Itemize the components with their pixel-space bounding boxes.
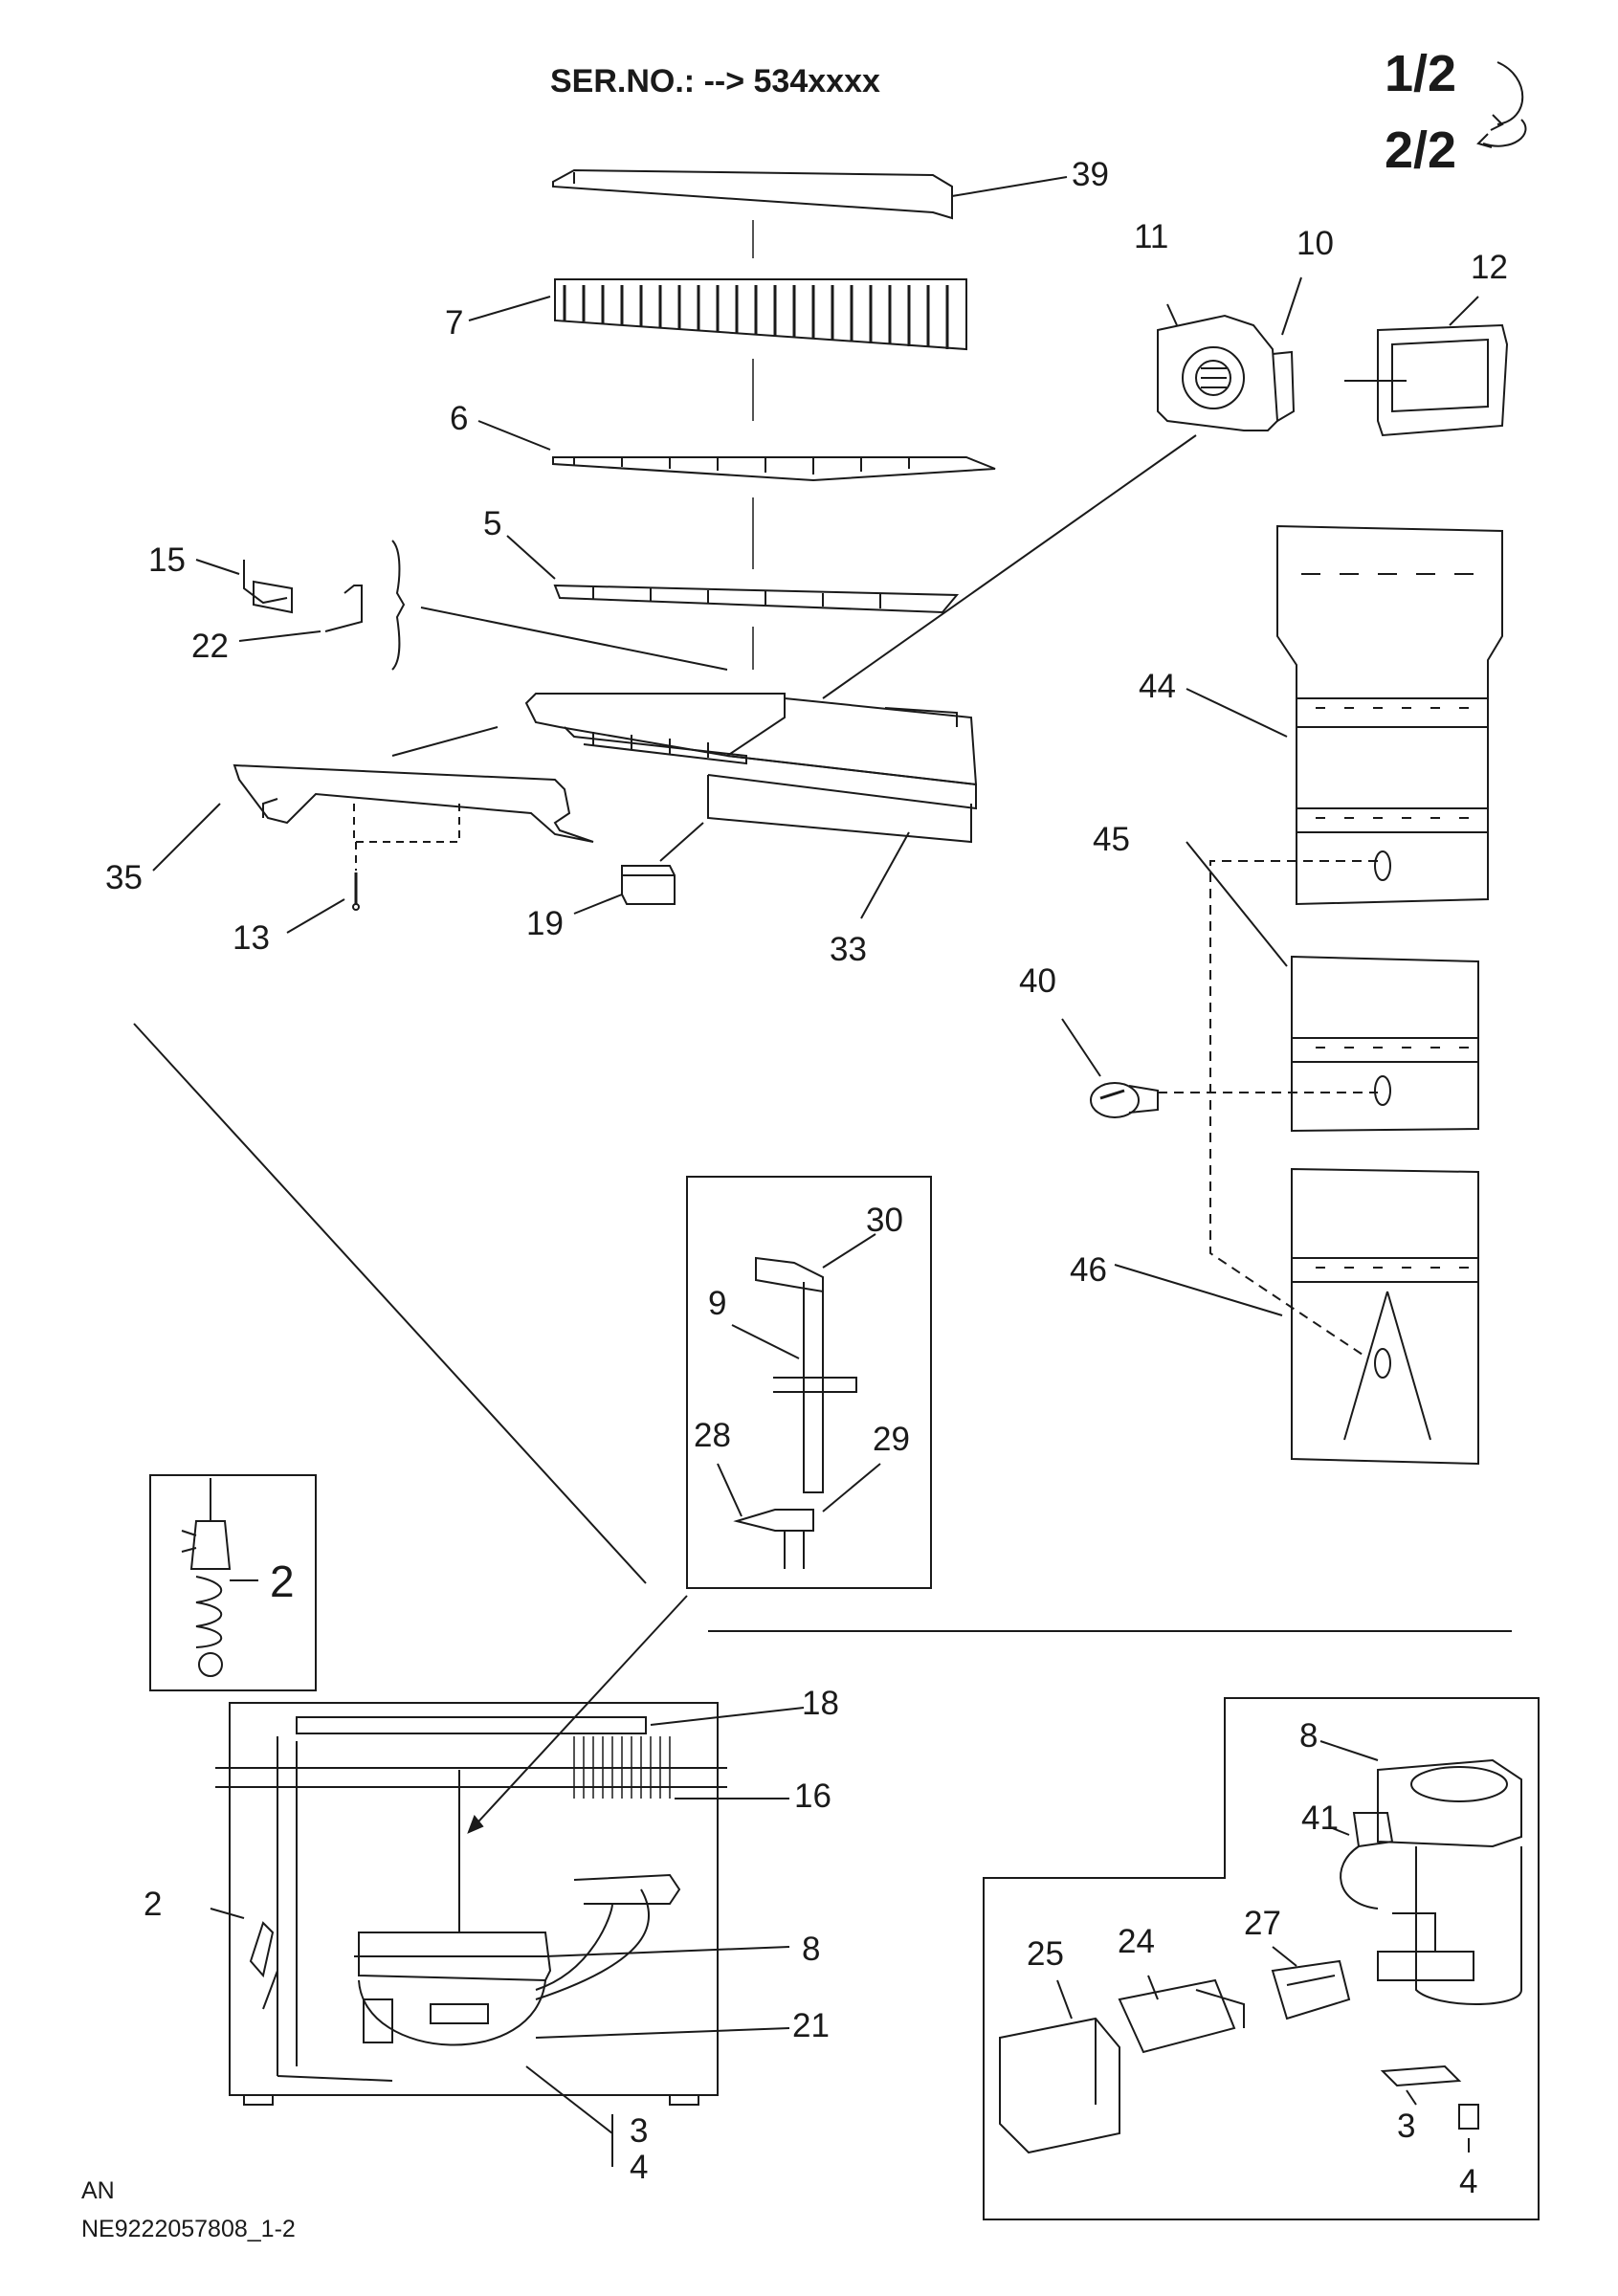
callout-33: 33 bbox=[830, 931, 867, 968]
part-15-22-clips bbox=[196, 541, 727, 670]
part-39-top-cover bbox=[553, 170, 1067, 218]
page-indicator-current: 1/2 bbox=[1385, 45, 1457, 102]
part-35-front-cover bbox=[153, 765, 593, 871]
leader-line bbox=[134, 1024, 646, 1583]
callout-15: 15 bbox=[148, 541, 186, 579]
callout-3: 3 bbox=[630, 2112, 649, 2150]
callout-28: 28 bbox=[694, 1417, 731, 1454]
callout-45: 45 bbox=[1093, 821, 1130, 858]
part-11-fan-housing bbox=[1158, 277, 1301, 430]
callout-27: 27 bbox=[1244, 1905, 1281, 1942]
callout-13: 13 bbox=[233, 919, 270, 957]
page-turn-arrow-icon bbox=[1478, 62, 1525, 147]
part-5-grid bbox=[507, 536, 957, 612]
callout-9: 9 bbox=[708, 1285, 727, 1322]
serial-number-label: SER.NO.: --> 534xxxx bbox=[550, 63, 880, 99]
callout-40: 40 bbox=[1019, 962, 1056, 1000]
callout-21: 21 bbox=[792, 2007, 830, 2044]
callout-35: 35 bbox=[105, 859, 143, 896]
callout-3-compressor: 3 bbox=[1397, 2108, 1416, 2145]
appliance-rear-view bbox=[211, 1703, 804, 2167]
callout-10: 10 bbox=[1297, 225, 1334, 262]
callout-7: 7 bbox=[445, 304, 464, 342]
callout-4-compressor: 4 bbox=[1459, 2163, 1478, 2200]
callout-4: 4 bbox=[630, 2149, 649, 2186]
callout-29: 29 bbox=[873, 1421, 910, 1458]
footer-drawing-number: NE9222057808_1-2 bbox=[81, 2216, 296, 2242]
part-12-duct bbox=[1344, 297, 1507, 435]
callout-11: 11 bbox=[1134, 218, 1169, 255]
callout-46: 46 bbox=[1070, 1251, 1107, 1289]
part-13-screw bbox=[287, 872, 359, 933]
callout-12: 12 bbox=[1471, 249, 1508, 286]
part-33-housing bbox=[392, 435, 1196, 918]
callout-18: 18 bbox=[802, 1685, 839, 1722]
dashed-guide bbox=[1210, 861, 1378, 1358]
callout-8-compressor: 8 bbox=[1299, 1717, 1319, 1755]
part-44-rear-panel bbox=[1186, 526, 1502, 904]
callout-8: 8 bbox=[802, 1931, 821, 1968]
part-40-lamp-socket bbox=[1062, 1019, 1158, 1117]
callout-41: 41 bbox=[1301, 1799, 1339, 1837]
callout-5: 5 bbox=[483, 505, 502, 542]
part-45-rear-panel bbox=[1158, 842, 1478, 1131]
page-indicator-next: 2/2 bbox=[1385, 121, 1457, 179]
thermostat-inset bbox=[469, 1177, 931, 1832]
part-6-grid bbox=[478, 421, 995, 480]
callout-2-inset: 2 bbox=[270, 1556, 295, 1606]
callout-22: 22 bbox=[191, 628, 229, 665]
callout-19: 19 bbox=[526, 905, 564, 942]
callout-6: 6 bbox=[450, 400, 469, 437]
callout-25: 25 bbox=[1027, 1935, 1064, 1973]
callout-39: 39 bbox=[1072, 156, 1109, 193]
compressor-electrical-box bbox=[984, 1698, 1539, 2219]
part-7-evaporator bbox=[469, 279, 966, 349]
callout-16: 16 bbox=[794, 1777, 831, 1815]
callout-44: 44 bbox=[1139, 668, 1176, 705]
footer-code: AN bbox=[81, 2177, 115, 2204]
part-19-block bbox=[574, 866, 675, 914]
callout-24: 24 bbox=[1118, 1923, 1155, 1960]
callout-2: 2 bbox=[144, 1886, 163, 1923]
inset-part-2-box bbox=[150, 1475, 316, 1690]
part-46-rear-panel bbox=[1115, 1169, 1478, 1464]
callout-30: 30 bbox=[866, 1202, 903, 1239]
